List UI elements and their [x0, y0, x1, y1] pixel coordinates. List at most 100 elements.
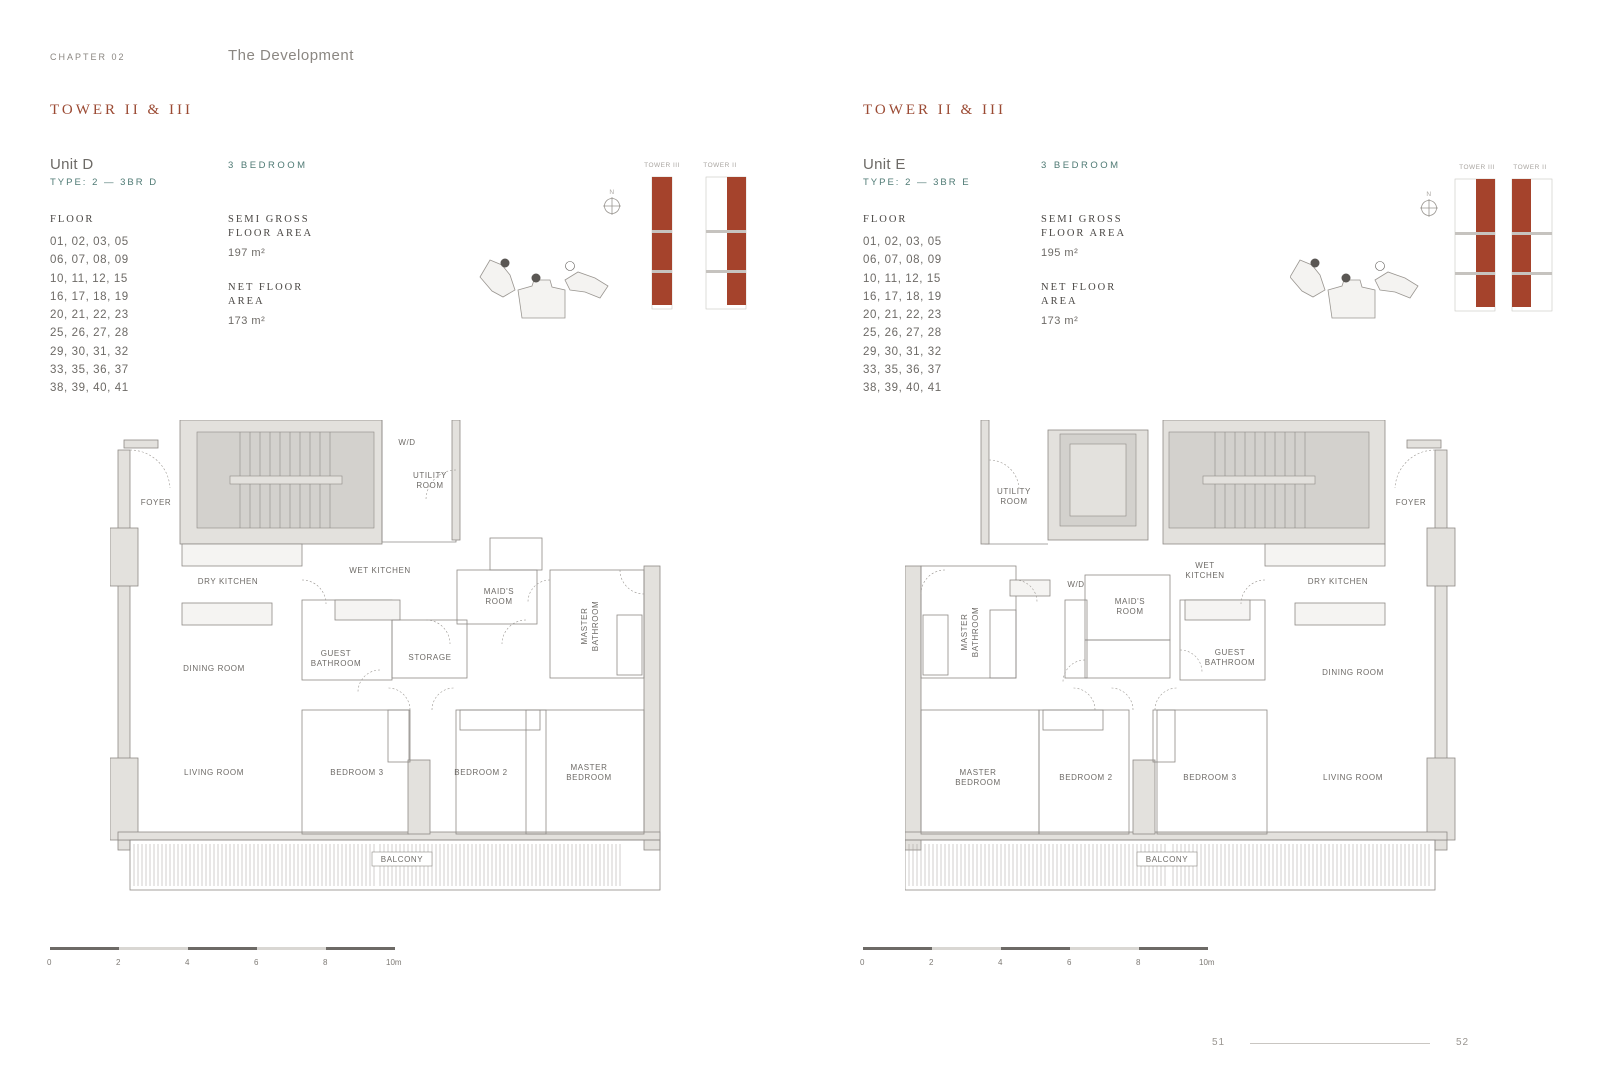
room-label: BEDROOM 2 — [454, 768, 507, 777]
tower-ii-label: TOWER II — [1513, 164, 1547, 171]
room-label: MASTER — [571, 763, 608, 772]
room-label: BALCONY — [381, 855, 423, 864]
tower-ii-stack — [1511, 178, 1553, 312]
bedroom-count-right: 3 BEDROOM — [1041, 160, 1121, 171]
svg-text:6: 6 — [254, 958, 259, 967]
tower-ii-stack — [705, 176, 747, 310]
tower-iii-stack — [1454, 178, 1496, 312]
floor-plan-unit-e: UTILITY ROOM FOYER W/D WET KITCHEN DRY K… — [905, 420, 1456, 891]
room-label: GUEST — [1215, 648, 1246, 657]
room-label: ROOM — [1116, 607, 1143, 616]
floor-label-right: FLOOR — [863, 214, 908, 225]
room-label: BATHROOM — [1205, 658, 1255, 667]
room-label: GUEST — [321, 649, 352, 658]
room-label: BATHROOM — [591, 601, 600, 651]
net-area-value-left: 173 m² — [228, 315, 266, 327]
svg-text:0: 0 — [47, 958, 52, 967]
room-label: MASTER — [580, 608, 589, 645]
svg-text:0: 0 — [860, 958, 865, 967]
room-label: STORAGE — [408, 653, 451, 662]
svg-text:2: 2 — [116, 958, 121, 967]
floor-plan-unit-d: FOYER UTILITY ROOM W/D DRY KITCHEN WET K… — [110, 420, 661, 891]
floor-label-left: FLOOR — [50, 214, 95, 225]
tower-iii-label: TOWER III — [1459, 164, 1495, 171]
site-plan-buildings — [479, 259, 609, 319]
svg-text:2: 2 — [929, 958, 934, 967]
room-label: BEDROOM — [566, 773, 612, 782]
compass-icon: N — [603, 189, 621, 215]
room-label: UTILITY — [997, 487, 1031, 496]
room-label: BEDROOM 2 — [1059, 773, 1112, 782]
page-number-right: 52 — [1456, 1037, 1470, 1048]
svg-text:6: 6 — [1067, 958, 1072, 967]
east-wall — [643, 565, 661, 851]
svg-text:10m: 10m — [386, 958, 402, 967]
tower-title-right: TOWER II & III — [863, 102, 1006, 118]
tower-iii-label: TOWER III — [644, 162, 680, 169]
unit-name-left: Unit D — [50, 156, 94, 173]
tower-iii-stack — [651, 176, 673, 310]
svg-text:4: 4 — [998, 958, 1003, 967]
room-label: KITCHEN — [1185, 571, 1224, 580]
unit-type-left: TYPE: 2 — 3BR D — [50, 177, 159, 188]
room-label: BEDROOM 3 — [1183, 773, 1236, 782]
room-label: LIVING ROOM — [1323, 773, 1383, 782]
room-label: DRY KITCHEN — [198, 577, 259, 586]
svg-text:4: 4 — [185, 958, 190, 967]
svg-text:8: 8 — [323, 958, 328, 967]
svg-text:N: N — [1426, 191, 1431, 198]
room-label: ROOM — [485, 597, 512, 606]
room-label: FOYER — [141, 498, 172, 507]
section-title: The Development — [228, 47, 354, 64]
room-label: MAID'S — [1115, 597, 1145, 606]
scale-bar-right: 0 2 4 6 8 10m — [860, 947, 1215, 967]
unit-name-right: Unit E — [863, 156, 906, 173]
unit-type-right: TYPE: 2 — 3BR E — [863, 177, 971, 188]
room-label: MASTER — [960, 614, 969, 651]
semi-gross-value-right: 195 m² — [1041, 247, 1079, 259]
room-label: BATHROOM — [311, 659, 361, 668]
key-plan-right: TOWER III TOWER II N — [1290, 164, 1553, 319]
site-plan-buildings — [1290, 259, 1419, 319]
room-label: BATHROOM — [971, 607, 980, 657]
room-label: FOYER — [1396, 498, 1427, 507]
room-label: ROOM — [1000, 497, 1027, 506]
room-label: W/D — [398, 438, 415, 447]
page-divider — [1250, 1043, 1430, 1044]
scale-bar-left: 0 2 4 6 8 10m — [47, 947, 402, 967]
svg-text:N: N — [609, 189, 614, 196]
room-label: BEDROOM — [955, 778, 1001, 787]
balcony-railing — [133, 843, 621, 887]
svg-text:10m: 10m — [1199, 958, 1215, 967]
room-label: BEDROOM 3 — [330, 768, 383, 777]
room-label: W/D — [1067, 580, 1084, 589]
tower-markers — [1310, 258, 1385, 283]
tower-markers — [500, 258, 575, 283]
tower-title-left: TOWER II & III — [50, 102, 193, 118]
room-label: DRY KITCHEN — [1308, 577, 1369, 586]
semi-gross-value-left: 197 m² — [228, 247, 266, 259]
room-label: UTILITY — [413, 471, 447, 480]
page-number-left: 51 — [1212, 1037, 1226, 1048]
compass-icon: N — [1420, 191, 1438, 217]
west-wall — [905, 565, 922, 851]
room-label: WET KITCHEN — [349, 566, 411, 575]
net-area-value-right: 173 m² — [1041, 315, 1079, 327]
room-label: WET — [1195, 561, 1215, 570]
room-label: ROOM — [416, 481, 443, 490]
room-label: DINING ROOM — [1322, 668, 1384, 677]
room-label: MASTER — [960, 768, 997, 777]
room-label: BALCONY — [1146, 855, 1188, 864]
bedroom-count-left: 3 BEDROOM — [228, 160, 308, 171]
room-label: MAID'S — [484, 587, 514, 596]
key-plan-left: TOWER III TOWER II N — [479, 162, 747, 319]
room-label: DINING ROOM — [183, 664, 245, 673]
tower-ii-label: TOWER II — [703, 162, 737, 169]
svg-text:8: 8 — [1136, 958, 1141, 967]
